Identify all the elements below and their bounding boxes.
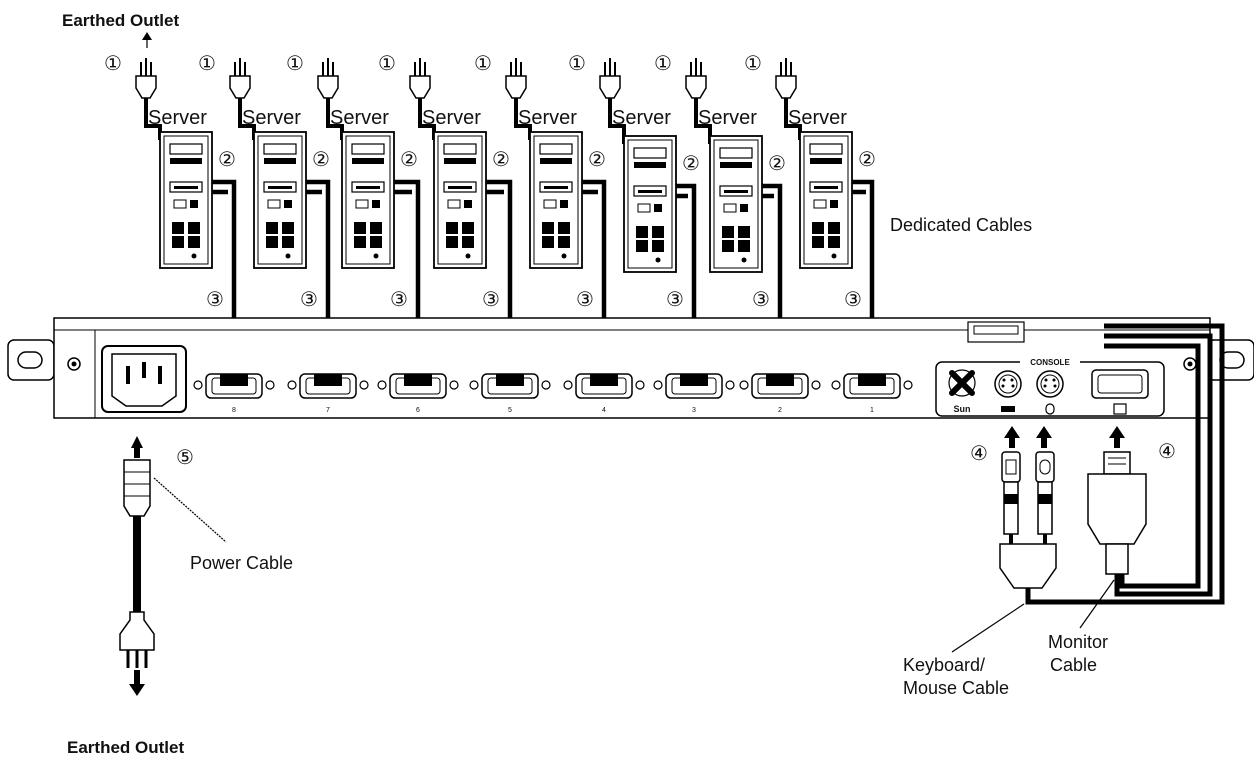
keyboard-icon bbox=[1001, 406, 1015, 412]
server-label: Server bbox=[422, 107, 481, 129]
keyboard-mouse-cable-label-line1: Keyboard/ bbox=[903, 655, 985, 675]
step-4-marker-right: ④ bbox=[1158, 439, 1176, 463]
x-mark-icon bbox=[949, 370, 975, 396]
server-7: ① Server ② ③ bbox=[654, 51, 786, 380]
earthed-outlet-top-label: Earthed Outlet bbox=[62, 11, 179, 30]
server-label: Server bbox=[148, 107, 207, 129]
step-3-marker: ③ bbox=[666, 287, 684, 311]
step-1-marker: ① bbox=[286, 51, 304, 75]
monitor-icon bbox=[1113, 403, 1127, 415]
console-section: CONSOLE Sun bbox=[935, 356, 1165, 417]
port-number-label: 7 bbox=[326, 407, 330, 414]
server-label: Server bbox=[612, 107, 671, 129]
server-label: Server bbox=[518, 107, 577, 129]
server-port-6: 6 bbox=[377, 373, 459, 414]
server-port-3: 3 bbox=[653, 373, 735, 414]
port-number-label: 1 bbox=[870, 407, 874, 414]
step-2-marker: ② bbox=[588, 147, 606, 171]
sun-port-label: Sun bbox=[954, 404, 971, 414]
server-2: ① Server ② ③ bbox=[198, 51, 331, 380]
kvm-switch-rear-panel: CONSOLE Sun bbox=[7, 317, 1254, 419]
port-number-label: 8 bbox=[232, 407, 236, 414]
step-2-marker: ② bbox=[218, 147, 236, 171]
step-3-marker: ③ bbox=[844, 287, 862, 311]
server-label: Server bbox=[330, 107, 389, 129]
console-label: CONSOLE bbox=[1030, 358, 1070, 367]
step-1-marker: ① bbox=[198, 51, 216, 75]
monitor-cable-label-line1: Monitor bbox=[1048, 632, 1108, 652]
step-5-marker: ⑤ bbox=[176, 445, 194, 469]
server-6: ① Server ② ③ bbox=[568, 51, 700, 380]
monitor-port bbox=[1091, 369, 1149, 415]
monitor-cable-label-line2: Cable bbox=[1050, 655, 1097, 675]
server-port-5: 5 bbox=[469, 373, 551, 414]
server-label: Server bbox=[698, 107, 757, 129]
step-1-marker: ① bbox=[474, 51, 492, 75]
earthed-outlet-bottom-label: Earthed Outlet bbox=[67, 738, 184, 757]
server-port-4: 4 bbox=[563, 373, 645, 414]
mouse-icon bbox=[1045, 403, 1055, 415]
dip-switch bbox=[967, 321, 1025, 343]
step-1-marker: ① bbox=[654, 51, 672, 75]
servers-layer: ①Server②③①Server②③①Server②③①Server②③①Ser… bbox=[104, 51, 876, 380]
power-cable bbox=[119, 436, 155, 696]
port-number-label: 6 bbox=[416, 407, 420, 414]
step-3-marker: ③ bbox=[300, 287, 318, 311]
server-label: Server bbox=[788, 107, 847, 129]
step-3-marker: ③ bbox=[390, 287, 408, 311]
step-3-marker: ③ bbox=[576, 287, 594, 311]
step-2-marker: ② bbox=[768, 151, 786, 175]
step-2-marker: ② bbox=[400, 147, 418, 171]
mouse-port bbox=[1036, 370, 1064, 415]
step-1-marker: ① bbox=[104, 51, 122, 75]
step-3-marker: ③ bbox=[482, 287, 500, 311]
step-4-marker-left: ④ bbox=[970, 441, 988, 465]
step-2-marker: ② bbox=[492, 147, 510, 171]
step-1-marker: ① bbox=[378, 51, 396, 75]
step-1-marker: ① bbox=[744, 51, 762, 75]
server-port-8: 8 bbox=[193, 373, 275, 414]
step-3-marker: ③ bbox=[752, 287, 770, 311]
step-1-marker: ① bbox=[568, 51, 586, 75]
port-number-label: 5 bbox=[508, 407, 512, 414]
step-2-marker: ② bbox=[312, 147, 330, 171]
step-2-marker: ② bbox=[858, 147, 876, 171]
step-3-marker: ③ bbox=[206, 287, 224, 311]
server-port-7: 7 bbox=[287, 373, 369, 414]
port-number-label: 3 bbox=[692, 407, 696, 414]
server-label: Server bbox=[242, 107, 301, 129]
server-ports: 8 7 6 5 4 3 2 1 bbox=[193, 373, 913, 414]
dedicated-cables-label: Dedicated Cables bbox=[890, 215, 1032, 235]
port-number-label: 2 bbox=[778, 407, 782, 414]
keyboard-port bbox=[994, 370, 1022, 412]
server-5: ① Server ② ③ bbox=[474, 51, 607, 380]
power-cable-label: Power Cable bbox=[190, 553, 293, 573]
server-port-1: 1 bbox=[831, 373, 913, 414]
port-number-label: 4 bbox=[602, 407, 606, 414]
step-2-marker: ② bbox=[682, 151, 700, 175]
power-inlet bbox=[101, 345, 187, 413]
server-port-2: 2 bbox=[739, 373, 821, 414]
console-cables bbox=[999, 323, 1225, 605]
server-1: ① Server ② ③ bbox=[104, 51, 237, 380]
keyboard-mouse-cable-label-line2: Mouse Cable bbox=[903, 678, 1009, 698]
